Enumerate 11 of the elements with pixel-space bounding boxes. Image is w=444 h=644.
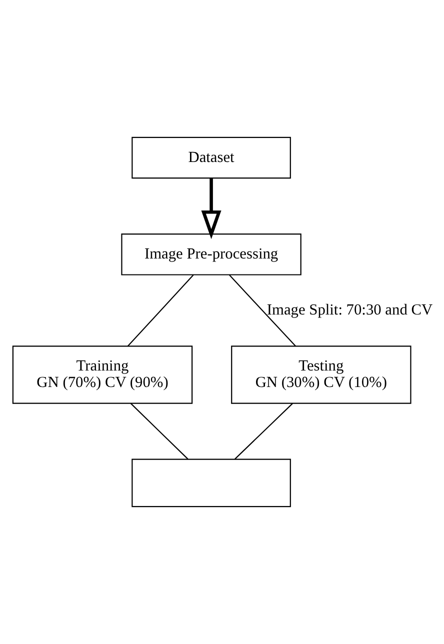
node-box	[132, 458, 291, 508]
connector	[130, 403, 188, 460]
connector	[229, 274, 296, 347]
node-box: Testing GN (30%) CV (10%)	[231, 346, 412, 404]
node-box: Training GN (70%) CV (90%)	[12, 346, 193, 404]
node-box: Dataset	[132, 136, 291, 179]
connector	[127, 274, 194, 347]
arrow	[201, 178, 222, 240]
edge-label: Image Split: 70:30 and CV	[266, 302, 433, 319]
connector	[234, 403, 293, 460]
node-box: Image Pre-processing	[121, 234, 302, 276]
